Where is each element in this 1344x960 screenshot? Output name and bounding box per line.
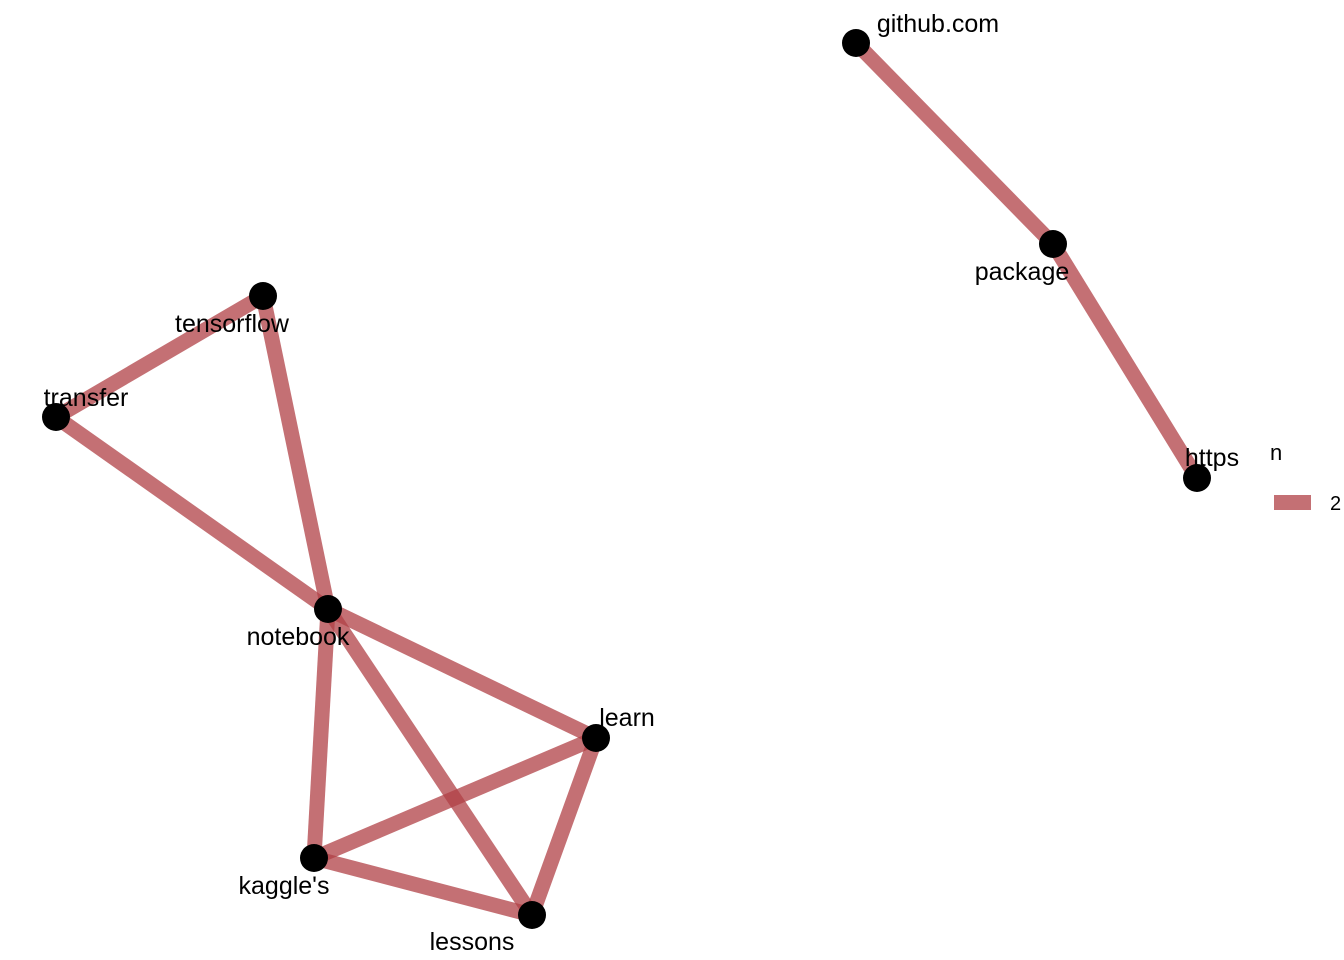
edge-github-com-package <box>850 37 1059 250</box>
edge-notebook-lessons <box>321 604 539 920</box>
edges-layer <box>51 37 1204 923</box>
node-label-notebook: notebook <box>247 623 350 651</box>
node-label-kaggle-s: kaggle's <box>239 872 330 900</box>
node-lessons <box>518 901 546 929</box>
edge-notebook-learn <box>324 602 600 745</box>
edge-kaggle-s-lessons <box>312 850 534 923</box>
node-tensorflow <box>249 282 277 310</box>
node-label-package: package <box>975 258 1070 286</box>
node-kaggle-s <box>300 844 328 872</box>
edge-tensorflow-transfer <box>52 289 267 424</box>
edge-transfer-notebook <box>51 410 333 616</box>
edge-tensorflow-notebook <box>255 294 336 611</box>
node-label-github-com: github.com <box>877 10 999 38</box>
node-transfer <box>42 403 70 431</box>
legend-key-swatch <box>1274 495 1311 510</box>
node-https <box>1183 464 1211 492</box>
edge-notebook-kaggle-s <box>306 608 336 859</box>
labels-layer: github.com package https tensorflow transfer… <box>44 10 1239 956</box>
edge-kaggle-s-learn <box>311 731 599 865</box>
node-github-com <box>842 29 870 57</box>
node-label-tensorflow: tensorflow <box>175 310 290 338</box>
edge-learn-lessons <box>524 735 604 918</box>
legend: n 2 <box>1270 440 1341 515</box>
legend-item-label: 2 <box>1330 493 1341 515</box>
legend-title: n <box>1270 440 1282 465</box>
node-label-learn: learn <box>599 704 655 732</box>
node-label-lessons: lessons <box>430 928 515 956</box>
node-label-transfer: transfer <box>44 384 129 412</box>
node-notebook <box>314 595 342 623</box>
edge-package-https <box>1046 240 1204 482</box>
node-learn <box>582 724 610 752</box>
node-package <box>1039 230 1067 258</box>
node-label-https: https <box>1185 444 1239 472</box>
nodes-layer <box>42 29 1211 929</box>
